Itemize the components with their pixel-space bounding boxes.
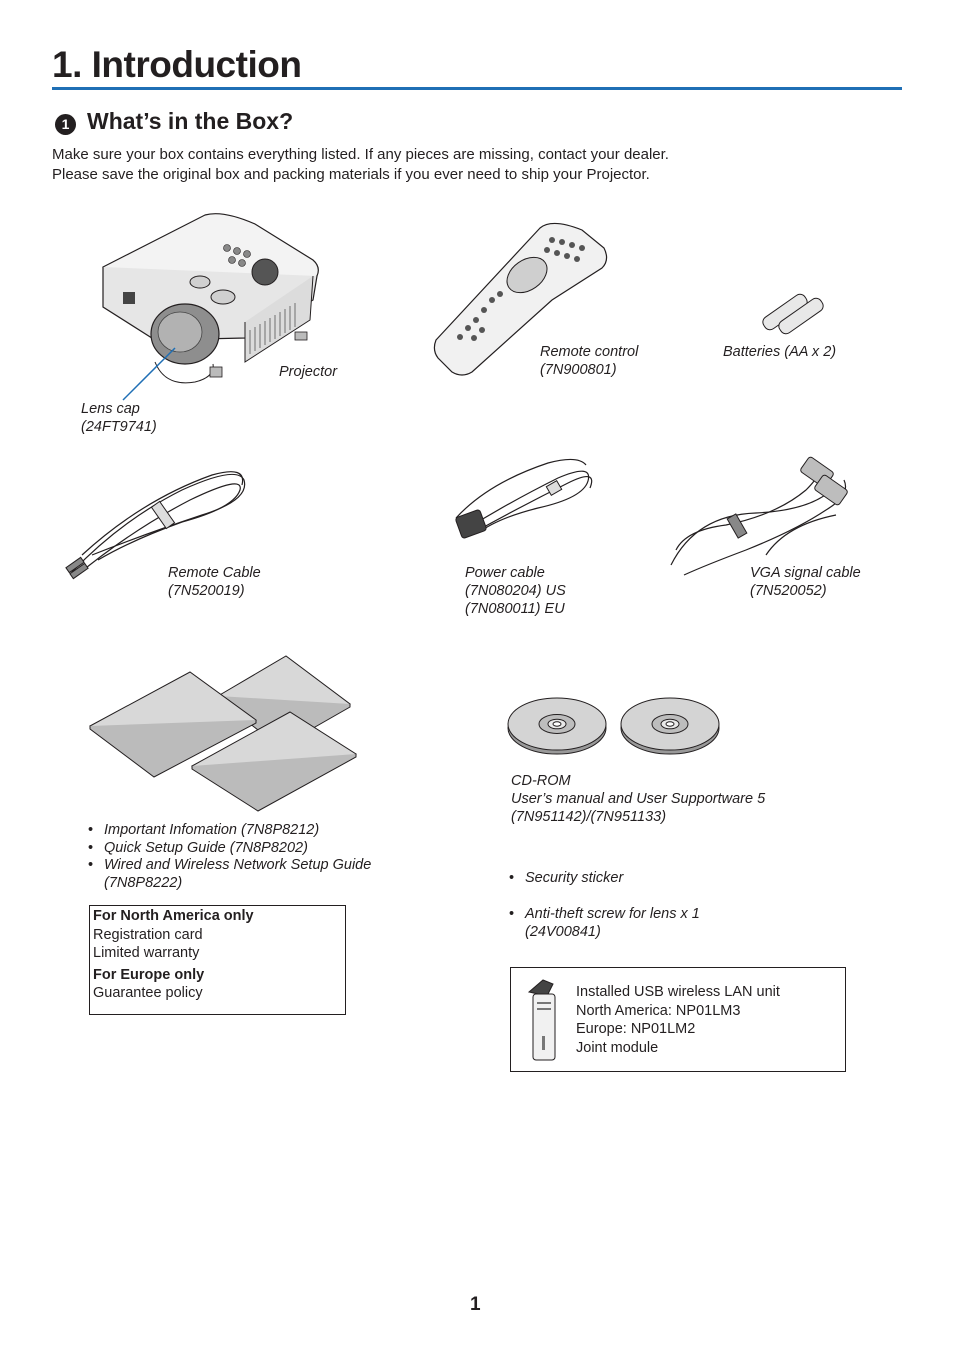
- section-title: What’s in the Box?: [87, 108, 294, 134]
- batteries-caption: Batteries (AA x 2): [723, 344, 837, 360]
- bullet: •: [509, 906, 515, 922]
- bullet: •: [88, 839, 94, 856]
- usb-unit-title: Installed USB wireless LAN unit: [576, 984, 780, 1000]
- registration-card-text: Registration card: [93, 926, 203, 943]
- cd-rom-code: (7N951142)/(7N951133): [511, 809, 667, 825]
- power-cable-code-eu: (7N080011) EU: [465, 601, 565, 617]
- power-cable-code-us: (7N080204) US: [465, 583, 566, 599]
- bullet: •: [88, 822, 94, 838]
- bullet: •: [509, 870, 515, 886]
- remote-cable-caption: Remote Cable (7N520019): [168, 564, 261, 600]
- batteries-image: [762, 293, 824, 335]
- remote-control-name: Remote control: [540, 344, 639, 360]
- page-title: 1. Introduction: [52, 44, 302, 85]
- remote-cable-code: (7N520019): [168, 583, 245, 599]
- region-box: For North America only Registration card…: [89, 905, 346, 1015]
- doc-important-information: Important Infomation (7N8P8212): [104, 822, 320, 838]
- power-cable-image: [455, 458, 593, 539]
- doc-network-setup-guide: Wired and Wireless Network Setup Guide: [104, 857, 372, 873]
- security-sticker-item: • Security sticker: [509, 870, 623, 888]
- remote-cable-image: [65, 471, 246, 580]
- cd-rom-description: User’s manual and User Supportware 5: [511, 791, 766, 807]
- list-item: (7N8P8222): [88, 875, 371, 893]
- usb-lan-box: Installed USB wireless LAN unit North Am…: [510, 967, 846, 1072]
- lens-cap-pointer-line: [122, 347, 176, 401]
- bullet: •: [88, 857, 94, 873]
- list-item: • Wired and Wireless Network Setup Guide: [88, 857, 371, 875]
- section-number-badge: 1: [55, 114, 76, 135]
- north-america-heading: For North America only: [93, 908, 254, 924]
- cd-rom-name: CD-ROM: [511, 773, 571, 789]
- usb-unit-joint-module: Joint module: [576, 1039, 659, 1056]
- power-cable-name: Power cable: [465, 565, 545, 581]
- power-cable-caption: Power cable (7N080204) US (7N080011) EU: [465, 564, 566, 618]
- doc-quick-setup-guide: Quick Setup Guide (7N8P8202): [104, 839, 308, 856]
- remote-control-code: (7N900801): [540, 362, 617, 378]
- remote-control-caption: Remote control (7N900801): [540, 343, 638, 379]
- page-number: 1: [470, 1294, 481, 1315]
- lens-cap-name: Lens cap: [81, 401, 140, 417]
- doc-network-setup-guide-code: (7N8P8222): [104, 874, 183, 891]
- cd-rom-image: [507, 697, 720, 755]
- documents-image: [89, 655, 357, 812]
- remote-control-image: [433, 222, 608, 376]
- security-sticker-text: Security sticker: [525, 870, 624, 886]
- projector-image: [102, 213, 319, 384]
- vga-cable-code: (7N520052): [750, 583, 827, 599]
- limited-warranty-text: Limited warranty: [93, 945, 200, 961]
- lens-cap-caption: Lens cap (24FT9741): [81, 400, 157, 436]
- usb-unit-north-america: North America: NP01LM3: [576, 1002, 741, 1019]
- intro-line-1: Make sure your box contains everything l…: [52, 146, 669, 163]
- intro-line-2: Please save the original box and packing…: [52, 166, 650, 183]
- vga-cable-image: [670, 456, 848, 576]
- anti-theft-code: (24V00841): [525, 923, 601, 940]
- title-rule: [52, 87, 902, 90]
- anti-theft-item: • Anti-theft screw for lens x 1 (24V00841…: [509, 906, 700, 941]
- usb-unit-europe: Europe: NP01LM2: [576, 1021, 696, 1037]
- remote-cable-name: Remote Cable: [168, 565, 261, 581]
- list-item: • Quick Setup Guide (7N8P8202): [88, 840, 371, 858]
- europe-heading: For Europe only: [93, 966, 205, 983]
- usb-wireless-lan-unit-image: [527, 979, 556, 1061]
- guarantee-policy-text: Guarantee policy: [93, 985, 203, 1001]
- list-item: • Important Infomation (7N8P8212): [88, 822, 371, 840]
- lens-cap-code: (24FT9741): [81, 419, 157, 435]
- projector-caption: Projector: [279, 364, 338, 380]
- vga-cable-caption: VGA signal cable (7N520052): [750, 564, 861, 600]
- vga-cable-name: VGA signal cable: [750, 565, 861, 581]
- anti-theft-text: Anti-theft screw for lens x 1: [525, 906, 700, 922]
- cd-rom-caption: CD-ROM User’s manual and User Supportwar…: [511, 772, 765, 826]
- documents-list: • Important Infomation (7N8P8212) • Quick …: [88, 822, 371, 892]
